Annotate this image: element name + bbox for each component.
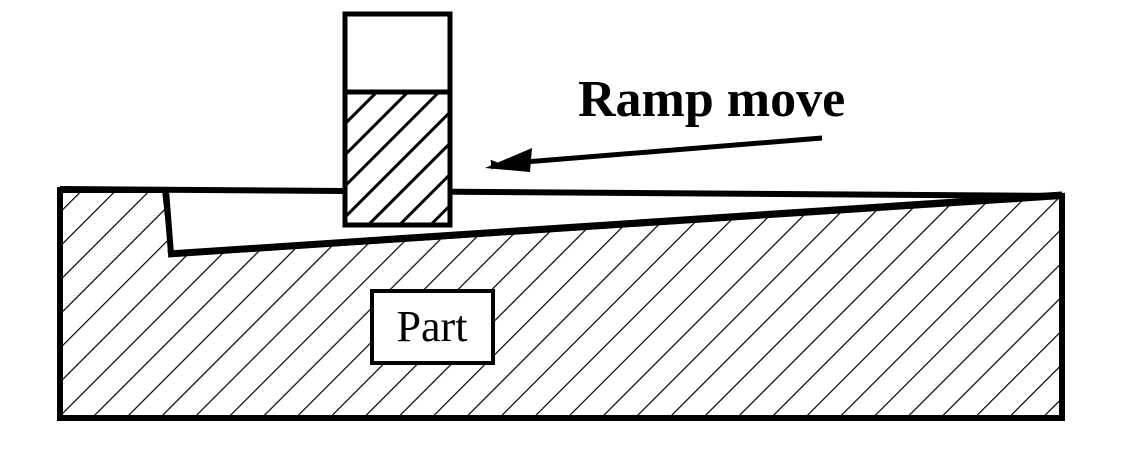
ramp-floor-line: [167, 191, 1063, 258]
part-top-surface: [59, 186, 1063, 199]
ramp-move-label: Ramp move: [578, 71, 845, 128]
part-label-box: [370, 289, 495, 365]
arrowhead-icon: [485, 148, 532, 172]
ramp-move-arrow: [490, 135, 823, 170]
pocket-left-wall: [163, 189, 174, 255]
tool-cutter: [342, 89, 453, 228]
tool-shank: [342, 11, 453, 97]
part-label: Part: [397, 302, 468, 351]
